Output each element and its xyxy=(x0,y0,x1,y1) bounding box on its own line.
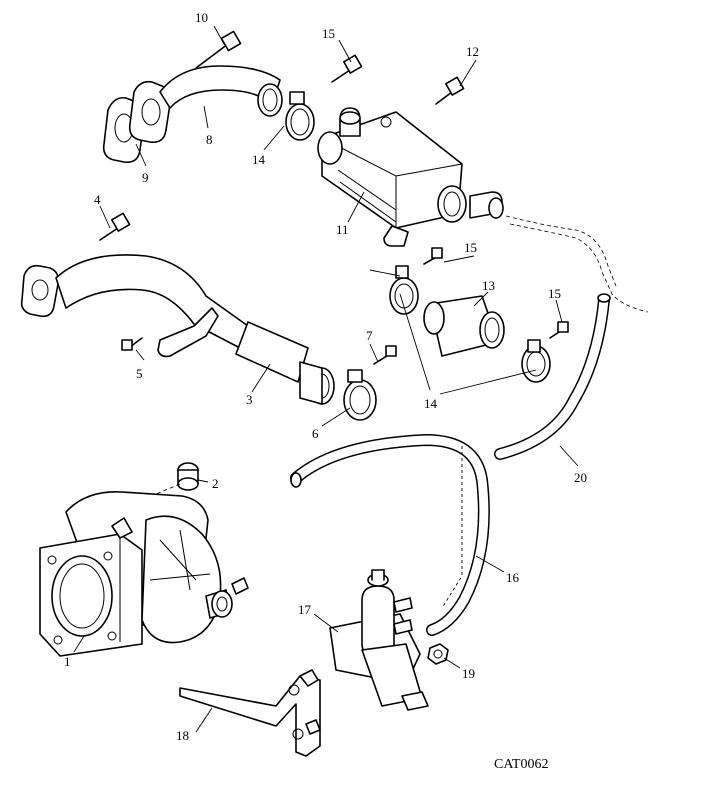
bolt-7 xyxy=(373,345,397,365)
pipe-3 xyxy=(20,254,335,405)
callout-20: 20 xyxy=(574,470,587,485)
vacuum-line-dashed xyxy=(505,215,617,287)
clamp-6 xyxy=(343,369,377,421)
bolt-15-middle xyxy=(423,247,443,265)
callout-18: 18 xyxy=(176,728,189,743)
callout-9: 9 xyxy=(142,170,149,185)
bolt-12 xyxy=(435,76,465,105)
callout-19: 19 xyxy=(462,666,475,681)
hose-16-dashed-ref xyxy=(441,446,463,609)
callout-1: 1 xyxy=(64,654,71,669)
bolt-10 xyxy=(195,30,242,69)
bolt-4 xyxy=(99,212,131,241)
callout-8: 8 xyxy=(206,132,213,147)
callout-15-top: 15 xyxy=(322,26,335,41)
hose-20 xyxy=(494,293,611,460)
callout-14-bottom: 14 xyxy=(424,396,438,411)
callout-17: 17 xyxy=(298,602,312,617)
bolt-5 xyxy=(121,337,143,351)
clamp-14-right xyxy=(521,339,551,383)
callout-2: 2 xyxy=(212,476,219,491)
reference-code: CAT0062 xyxy=(494,757,548,772)
callout-6: 6 xyxy=(312,426,319,441)
callout-16: 16 xyxy=(506,570,520,585)
callout-5: 5 xyxy=(136,366,143,381)
solenoid-valve-17 xyxy=(329,569,429,711)
callout-7: 7 xyxy=(366,328,373,343)
clamp-14-top xyxy=(285,91,315,141)
leader-lines xyxy=(73,25,579,733)
bolt-2 xyxy=(177,462,199,491)
callout-14-top: 14 xyxy=(252,152,266,167)
callout-12: 12 xyxy=(466,44,479,59)
callout-labels: 10 15 12 8 9 14 11 4 15 13 15 7 5 3 14 6… xyxy=(64,10,587,772)
vacuum-line-dashed-b xyxy=(509,223,649,313)
callout-10: 10 xyxy=(195,10,208,25)
bracket-18 xyxy=(179,669,321,757)
valve-body-1 xyxy=(39,491,249,657)
clamp-14-left xyxy=(389,265,419,315)
hose-16 xyxy=(290,434,490,636)
callout-3: 3 xyxy=(246,392,253,407)
callout-11: 11 xyxy=(336,222,349,237)
bolt-15-top xyxy=(331,54,363,83)
hose-13 xyxy=(423,295,505,357)
bolt-15-right xyxy=(549,321,569,339)
egr-cooler-11 xyxy=(317,107,504,247)
callout-15-right: 15 xyxy=(548,286,561,301)
callout-13: 13 xyxy=(482,278,495,293)
gasket-9 xyxy=(102,80,172,164)
callout-15-middle: 15 xyxy=(464,240,477,255)
pipe-8 xyxy=(159,65,283,117)
callout-4: 4 xyxy=(94,192,101,207)
nut-19 xyxy=(427,643,449,665)
